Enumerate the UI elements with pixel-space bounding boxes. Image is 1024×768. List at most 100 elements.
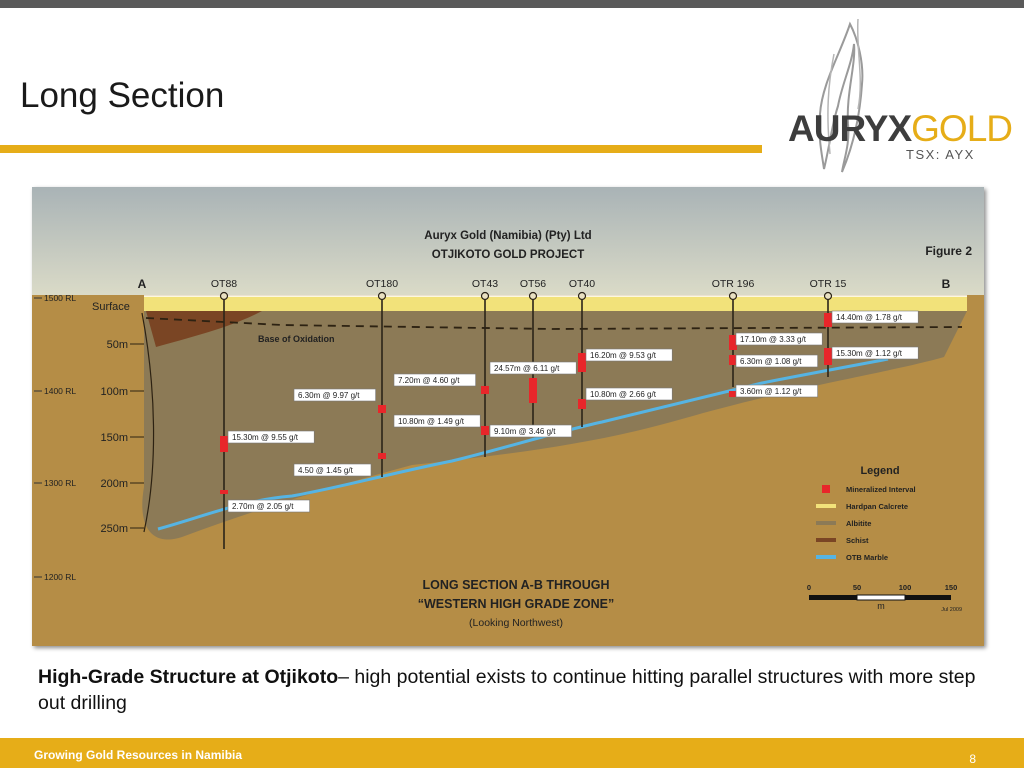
intercept-callout-box [393,373,476,387]
mineralized-interval [481,431,489,435]
otb-marble-line [157,357,889,531]
logo-text-primary: AURYX [788,108,912,149]
footer-text: Growing Gold Resources in Namibia [34,748,243,762]
intercept-label: 17.10m @ 3.33 g/t [740,335,807,344]
drill-hole-label: OT180 [366,278,398,290]
project-heading: OTJIKOTO GOLD PROJECT [432,249,585,261]
auryx-logo-mark [818,18,864,173]
section-title-line1: LONG SECTION A-B THROUGH [422,578,609,592]
scale-bar-white-1 [856,594,906,601]
intercept-callout-box [489,361,577,375]
mineralized-interval [578,353,586,372]
figure-date: Jul 2009 [941,607,962,613]
scale-bar-black-2 [905,595,951,600]
rl-level-label: 1500 RL [44,293,76,303]
mineralized-interval [220,436,228,452]
surface-label: Surface [92,301,130,313]
depth-label: 50m [107,339,128,351]
intercept-label: 10.80m @ 1.49 g/t [398,417,465,426]
top-bar [0,0,1024,8]
section-subtitle: (Looking Northwest) [469,617,563,629]
mineralized-interval [378,453,386,459]
rl-level-label: 1200 RL [44,572,76,582]
slide-title: Long Section [20,76,225,115]
depth-label: 200m [100,478,128,490]
collar-marker-icon [219,291,229,301]
drill-hole-label: OTR 196 [712,278,755,290]
intercept-callout-box [735,384,818,398]
intercept-label: 16.20m @ 9.53 g/t [590,351,657,360]
intercept-callout-box [831,346,919,360]
intercept-callout-box [227,430,315,444]
legend-swatch [816,538,836,542]
mineralized-interval [481,426,489,434]
intercept-label: 3.60m @ 1.12 g/t [740,387,802,396]
intercept-label: 2.70m @ 2.05 g/t [232,502,294,511]
intercept-label: 10.80m @ 2.66 g/t [590,390,657,399]
caption-bold: High-Grade Structure at Otjikoto [38,666,339,688]
footer-bar: Growing Gold Resources in Namibia 8 [0,738,1024,768]
section-end-label: B [942,277,951,291]
figure-label: Figure 2 [925,244,972,258]
intercept-callout-box [585,387,673,401]
collar-marker-icon [480,291,490,301]
ticker-label: TSX: AYX [906,147,975,162]
collar-marker-icon [528,291,538,301]
intercept-callout-box [831,310,919,324]
collar-marker-icon [728,291,738,301]
scale-unit: m [877,601,885,611]
hardpan-calcrete-layer [144,296,967,311]
intercept-callout-box [735,354,818,368]
drill-hole-label: OT56 [520,278,546,290]
page-number: 8 [969,752,976,766]
mineralized-interval [578,399,586,409]
base-of-oxidation-line [145,317,963,330]
intercept-callout-box [293,388,376,402]
base-of-oxidation-label: Base of Oxidation [258,334,335,344]
intercept-label: 4.50 @ 1.45 g/t [298,466,354,475]
drill-hole-label: OT43 [472,278,498,290]
intercept-callout-box [735,332,823,346]
title-rule [0,145,762,153]
mineralized-interval [481,386,489,394]
legend-label: Albitite [846,519,871,528]
legend-title: Legend [860,465,899,477]
scale-tick-label: 50 [853,583,861,592]
section-title-line2: “WESTERN HIGH GRADE ZONE” [418,597,615,611]
intercept-label: 9.10m @ 3.46 g/t [494,427,556,436]
scale-bar-black-1 [809,595,857,600]
logo-flame-icon [818,21,864,173]
depth-label: 100m [100,386,128,398]
mineralized-interval [729,391,737,397]
company-heading: Auryx Gold (Namibia) (Pty) Ltd [424,230,591,242]
scale-tick-label: 0 [807,583,811,592]
legend-swatch [822,485,830,493]
slide-caption: High-Grade Structure at Otjikoto– high p… [38,664,988,716]
intercept-label: 6.30m @ 1.08 g/t [740,357,802,366]
drill-hole-label: OTR 15 [810,278,847,290]
logo-wordmark: AURYXGOLD [788,108,1013,149]
mineralized-interval [529,378,537,403]
legend-swatch [816,504,836,508]
depth-axis-line [141,312,155,533]
legend-swatch [816,555,836,559]
intercept-callout-box [293,463,372,477]
collar-marker-icon [377,291,387,301]
mineralized-interval [729,335,737,350]
scale-tick-label: 150 [945,583,958,592]
mineralized-interval [729,355,737,365]
intercept-callout-box [585,348,673,362]
mineralized-interval [220,490,228,494]
legend-label: Mineralized Interval [846,485,916,494]
depth-label: 150m [100,432,128,444]
drill-hole-label: OT88 [211,278,237,290]
intercept-callout-box [227,499,310,513]
intercept-label: 24.57m @ 6.11 g/t [494,364,560,373]
intercept-label: 7.20m @ 4.60 g/t [398,376,460,385]
legend-label: OTB Marble [846,553,888,562]
legend-swatch [816,521,836,525]
depth-label: 250m [100,523,128,535]
